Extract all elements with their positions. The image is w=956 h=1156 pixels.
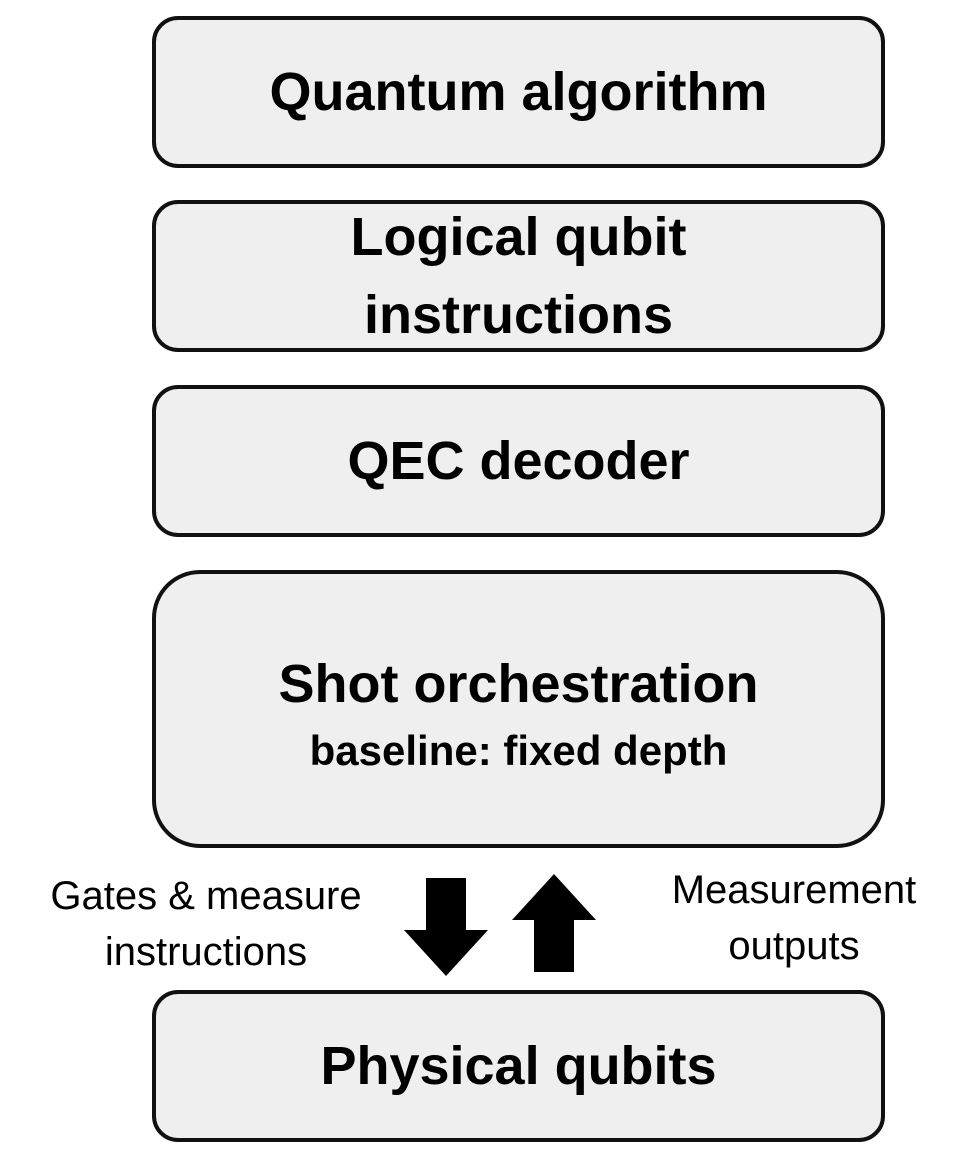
layer-qec-decoder-label: QEC decoder <box>347 431 690 491</box>
layer-quantum-algorithm-label: Quantum algorithm <box>269 62 768 122</box>
down-arrow-label-line2: instructions <box>104 930 308 974</box>
down-arrow-label-line1: Gates & measure <box>50 874 362 918</box>
layer-physical-qubits: Physical qubits <box>152 990 885 1142</box>
layer-shot-orchestration: Shot orchestration baseline: fixed depth <box>152 570 885 848</box>
layer-logical-label-line1: Logical qubit <box>350 207 687 267</box>
layer-qec-decoder: QEC decoder <box>152 385 885 537</box>
layer-quantum-algorithm: Quantum algorithm <box>152 16 885 168</box>
layer-shot-orchestration-title: Shot orchestration <box>278 654 759 714</box>
layer-logical-qubit-instructions: Logical qubit instructions <box>152 200 885 352</box>
up-arrow-label: Measurement outputs <box>644 862 944 974</box>
up-arrow-label-line1: Measurement <box>671 868 917 912</box>
up-arrow-icon <box>512 874 596 972</box>
layer-shot-orchestration-subtitle: baseline: fixed depth <box>309 727 728 774</box>
layer-logical-label-line2: instructions <box>363 285 674 345</box>
up-arrow-label-line2: outputs <box>728 924 860 968</box>
layer-physical-qubits-label: Physical qubits <box>320 1036 717 1096</box>
down-arrow-icon <box>404 878 488 976</box>
down-arrow-label: Gates & measure instructions <box>24 868 388 980</box>
